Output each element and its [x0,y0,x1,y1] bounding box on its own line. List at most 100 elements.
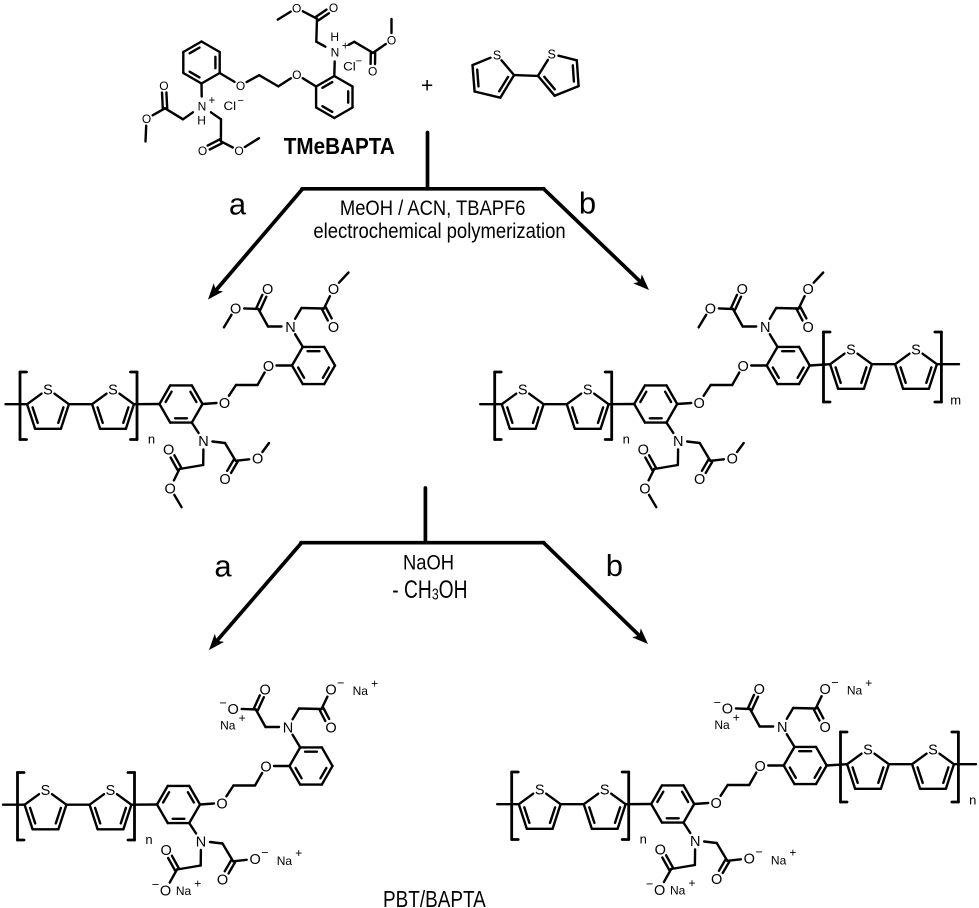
svg-text:N: N [777,720,787,736]
svg-text:−: − [261,846,268,860]
svg-text:S: S [846,342,856,358]
svg-text:n: n [148,432,155,447]
svg-text:O: O [711,796,722,812]
svg-text:n: n [640,832,647,847]
svg-text:O: O [263,359,274,375]
svg-text:O: O [163,443,174,459]
svg-text:TMeBAPTA: TMeBAPTA [284,133,395,159]
svg-text:O: O [216,796,227,812]
svg-text:S: S [108,382,118,398]
svg-text:−: − [646,877,653,891]
svg-text:b: b [579,186,596,221]
svg-text:Na: Na [771,853,787,867]
svg-text:S: S [600,782,610,798]
svg-text:S: S [928,742,938,758]
svg-text:O: O [328,282,339,298]
svg-text:O: O [820,720,831,736]
svg-text:O: O [655,843,666,859]
svg-text:O: O [325,682,336,698]
svg-text:O: O [230,301,241,317]
svg-text:O: O [236,79,245,93]
svg-text:N: N [198,99,207,113]
svg-text:−: − [220,696,227,710]
svg-text:O: O [744,852,755,868]
svg-text:Cl: Cl [343,59,356,73]
svg-text:−: − [337,676,344,690]
svg-text:a: a [229,187,247,222]
svg-text:−: − [714,695,721,709]
svg-text:O: O [727,452,738,468]
svg-text:O: O [654,883,665,899]
svg-text:+: + [421,74,433,97]
svg-text:S: S [548,48,556,62]
svg-text:+: + [688,876,695,890]
svg-text:O: O [260,759,271,775]
svg-text:O: O [252,452,263,468]
svg-text:O: O [328,320,339,336]
svg-text:O: O [325,720,336,736]
svg-text:electrochemical polymerization: electrochemical polymerization [313,219,565,243]
svg-text:S: S [863,742,873,758]
svg-text:Na: Na [847,683,863,697]
svg-text:O: O [368,64,377,78]
svg-text:−: − [237,95,243,107]
svg-text:N: N [690,834,700,850]
svg-text:O: O [803,320,814,336]
svg-text:+: + [194,876,201,890]
svg-text:Cl: Cl [224,99,237,113]
svg-text:O: O [638,443,649,459]
svg-text:O: O [711,872,722,888]
svg-text:Na: Na [353,684,369,698]
svg-text:PBT/BAPTA: PBT/BAPTA [383,886,486,908]
svg-text:O: O [198,144,207,158]
svg-text:N: N [673,434,683,450]
svg-text:O: O [292,68,301,82]
svg-text:+: + [789,846,796,860]
svg-text:Na: Na [220,718,236,732]
svg-text:S: S [106,783,116,799]
svg-text:H: H [330,30,339,44]
svg-text:n: n [969,793,976,808]
svg-text:N: N [331,45,340,59]
svg-text:O: O [262,282,273,298]
svg-text:H: H [197,114,206,128]
svg-text:N: N [283,720,293,736]
svg-text:−: − [755,845,762,859]
svg-text:O: O [755,759,766,775]
svg-text:b: b [606,548,623,583]
svg-text:O: O [722,701,733,717]
svg-text:N: N [196,834,206,850]
svg-text:O: O [738,359,749,375]
svg-text:Na: Na [714,718,730,732]
svg-text:+: + [209,95,216,107]
svg-text:O: O [694,472,705,488]
svg-text:O: O [219,396,230,412]
svg-text:S: S [911,342,921,358]
svg-text:O: O [228,702,239,718]
svg-text:+: + [239,711,246,725]
svg-text:O: O [219,472,230,488]
svg-text:Na: Na [176,884,192,898]
svg-text:+: + [371,676,378,690]
svg-text:O: O [639,481,650,497]
svg-text:Na: Na [277,854,293,868]
svg-text:−: − [356,56,362,68]
svg-text:S: S [518,382,528,398]
svg-text:S: S [535,782,545,798]
svg-text:+: + [342,40,349,52]
svg-text:+: + [865,676,872,690]
svg-text:n: n [145,832,152,847]
svg-text:O: O [820,682,831,698]
svg-text:Na: Na [670,883,686,897]
svg-text:O: O [259,682,270,698]
svg-text:O: O [159,79,168,93]
svg-text:n: n [623,432,630,447]
svg-text:N: N [198,434,208,450]
svg-text:O: O [249,852,260,868]
svg-text:O: O [694,396,705,412]
svg-text:O: O [292,1,301,15]
svg-text:O: O [217,873,228,889]
svg-text:- CH3OH: - CH3OH [392,576,467,604]
svg-text:MeOH / ACN, TBAPF6: MeOH / ACN, TBAPF6 [340,196,526,220]
svg-text:O: O [754,682,765,698]
